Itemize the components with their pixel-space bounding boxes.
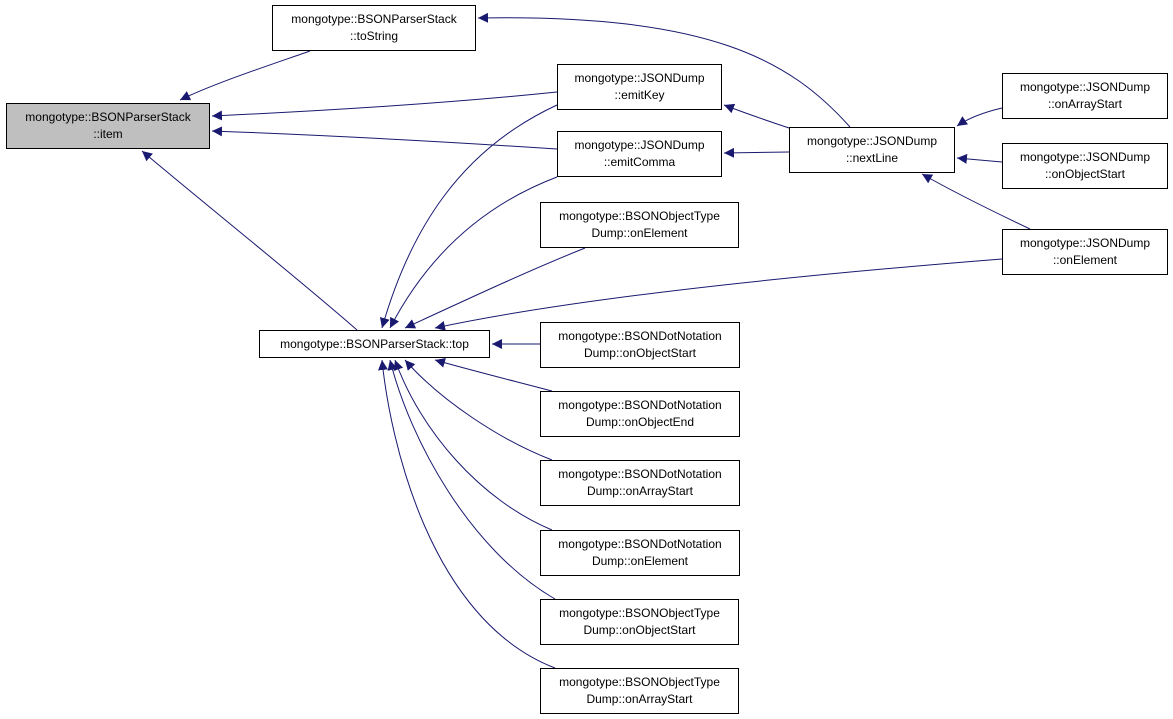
- node-label-line: ::emitComma: [603, 155, 676, 169]
- node-label-line: mongotype::JSONDump: [1019, 150, 1151, 164]
- node-label-line: Dump::onObjectStart: [583, 623, 696, 637]
- node-label-line: ::onArrayStart: [1047, 97, 1123, 111]
- node-label-line: mongotype::BSONDotNotation: [558, 467, 722, 481]
- node-label-line: mongotype::JSONDump: [1019, 236, 1151, 250]
- node-label-line: mongotype::BSONParserStack: [25, 110, 191, 124]
- node-label-line: ::toString: [349, 29, 399, 43]
- node-label-line: mongotype::BSONObjectType: [559, 209, 720, 223]
- node-item: mongotype::BSONParserStack::item: [6, 103, 210, 149]
- node-jd-onelement[interactable]: mongotype::JSONDump::onElement: [1002, 229, 1168, 275]
- edge-emitKey-to-top: [379, 104, 558, 329]
- node-label-line: mongotype::BSONDotNotation: [558, 329, 722, 343]
- node-jd-onobjectstart[interactable]: mongotype::JSONDump::onObjectStart: [1002, 143, 1168, 189]
- node-label-line: Dump::onElement: [591, 554, 689, 568]
- edge-dnd_onElement-to-top: [393, 359, 553, 531]
- node-label-line: mongotype::JSONDump: [806, 134, 938, 148]
- node-label-line: mongotype::JSONDump: [574, 71, 705, 85]
- node-label-line: ::nextLine: [845, 151, 899, 165]
- node-jd-onarraystart[interactable]: mongotype::JSONDump::onArrayStart: [1002, 73, 1168, 119]
- node-label-line: ::item: [93, 127, 123, 141]
- edge-toString-to-item: [179, 50, 311, 101]
- node-top[interactable]: mongotype::BSONParserStack::top: [259, 330, 490, 358]
- edge-jd_onArrayStart-to-nextLine: [956, 107, 1003, 127]
- node-label-line: mongotype::BSONParserStack: [291, 12, 457, 26]
- node-label-line: mongotype::JSONDump: [574, 138, 705, 152]
- node-label-line: mongotype::BSONDotNotation: [558, 537, 722, 551]
- node-label-line: mongotype::JSONDump: [1019, 80, 1151, 94]
- edge-otd_onArrayStart-to-top: [378, 359, 556, 669]
- edge-emitComma-to-top: [389, 176, 558, 329]
- node-label-line: mongotype::BSONObjectType: [559, 675, 720, 689]
- node-label-line: Dump::onObjectEnd: [585, 415, 695, 429]
- node-label-line: ::onElement: [1052, 253, 1118, 267]
- edge-emitKey-to-item: [211, 91, 558, 121]
- node-label-line: ::onObjectStart: [1044, 167, 1126, 181]
- node-label-line: Dump::onArrayStart: [586, 692, 693, 706]
- edge-jd_onElement-to-top: [434, 258, 1003, 331]
- node-nextline[interactable]: mongotype::JSONDump::nextLine: [789, 127, 955, 173]
- edge-top-to-item: [141, 150, 358, 331]
- edge-dnd_onArrayStart-to-top: [404, 359, 553, 461]
- node-emitcomma[interactable]: mongotype::JSONDump::emitComma: [557, 131, 722, 177]
- edge-otd_onElement-to-top: [404, 247, 586, 329]
- edge-nextLine-to-toString: [477, 12, 851, 128]
- node-emitkey[interactable]: mongotype::JSONDump::emitKey: [557, 64, 722, 110]
- edge-jd_onObjectStart-to-nextLine: [956, 153, 1003, 164]
- node-label-line: mongotype::BSONDotNotation: [558, 398, 722, 412]
- node-label-line: Dump::onObjectStart: [583, 346, 697, 360]
- edge-emitComma-to-item: [211, 126, 558, 150]
- edge-nextLine-to-emitComma: [723, 147, 790, 158]
- node-label-line: ::emitKey: [614, 88, 665, 102]
- edge-dnd_onObjectEnd-to-top: [434, 357, 553, 392]
- edge-jd_onElement-to-nextLine: [921, 173, 1031, 230]
- edge-nextLine-to-emitKey: [723, 103, 790, 129]
- node-label-line: Dump::onArrayStart: [586, 484, 694, 498]
- node-label-line: mongotype::BSONObjectType: [559, 606, 720, 620]
- node-tostring[interactable]: mongotype::BSONParserStack::toString: [272, 5, 476, 51]
- node-label-line: mongotype::BSONParserStack::top: [280, 336, 469, 351]
- node-label-line: Dump::onElement: [591, 226, 688, 240]
- edge-otd_onObjectStart-to-top: [387, 359, 556, 600]
